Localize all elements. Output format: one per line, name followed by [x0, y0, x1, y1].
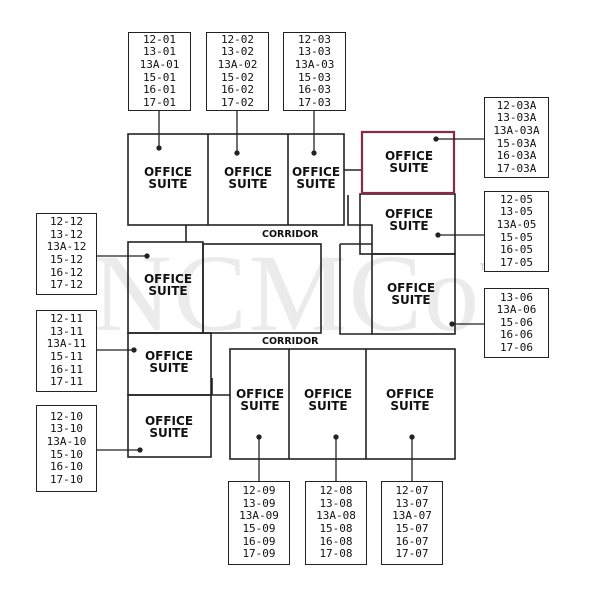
corridor-label-lower: CORRIDOR [262, 336, 319, 347]
corridor-label-upper: CORRIDOR [262, 229, 319, 240]
highlighted-suite-outline [360, 130, 456, 195]
top-suites-block [127, 133, 345, 226]
watermark: NCMCo [92, 232, 481, 354]
